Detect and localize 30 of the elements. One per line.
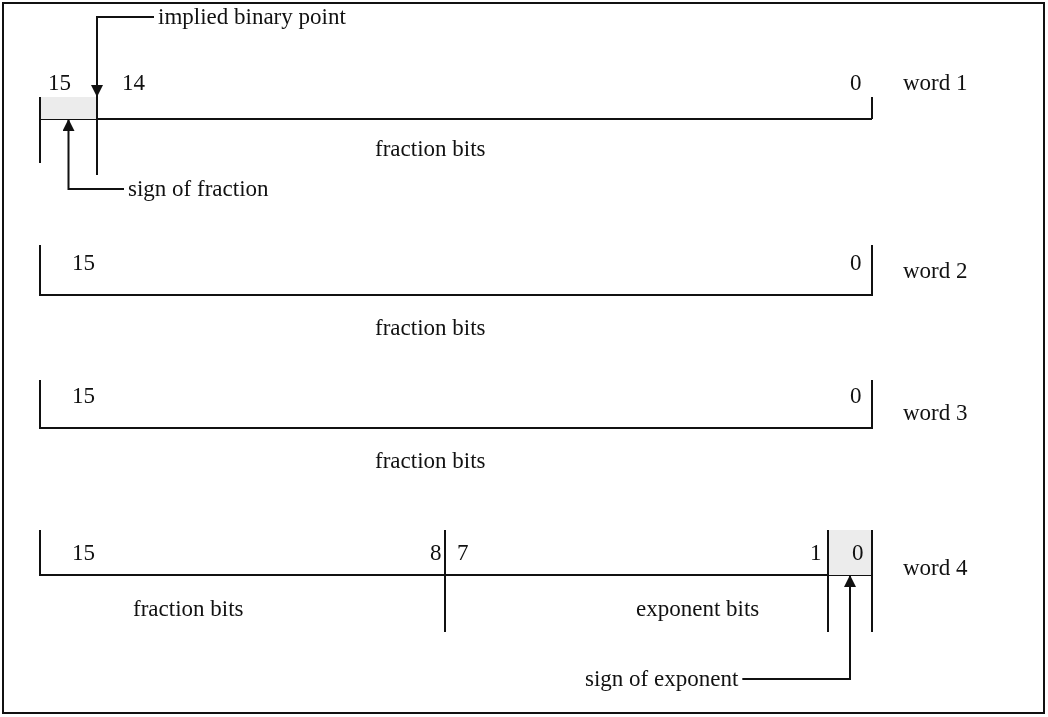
- word-label: word 2: [903, 258, 968, 284]
- annotation-text: sign of fraction: [128, 176, 269, 202]
- bit-number: 0: [850, 383, 862, 409]
- bit-number: 15: [48, 70, 71, 96]
- field-label: exponent bits: [636, 596, 760, 622]
- field-label: fraction bits: [375, 136, 486, 162]
- field-label: fraction bits: [375, 315, 486, 341]
- bit-number: 0: [850, 250, 862, 276]
- bit-number: 0: [850, 70, 862, 96]
- field-label: fraction bits: [375, 448, 486, 474]
- annotation-text: sign of exponent: [585, 666, 739, 692]
- bit-number: 15: [72, 250, 95, 276]
- leader-arrow: [62, 118, 125, 190]
- word-label: word 4: [903, 555, 968, 581]
- leader-arrow: [741, 574, 856, 680]
- sign-bit-field: [829, 530, 871, 575]
- bit-number: 8: [430, 540, 442, 566]
- bit-number: 15: [72, 383, 95, 409]
- bit-number: 1: [810, 540, 822, 566]
- leader-arrow: [91, 16, 155, 98]
- word-label: word 3: [903, 400, 968, 426]
- bit-number: 0: [852, 540, 864, 566]
- bit-number: 15: [72, 540, 95, 566]
- sign-bit-field: [41, 97, 96, 119]
- bit-number: 14: [122, 70, 145, 96]
- word-label: word 1: [903, 70, 968, 96]
- field-label: fraction bits: [133, 596, 244, 622]
- binary-point-tick: [96, 97, 98, 175]
- bit-number: 7: [457, 540, 469, 566]
- annotation-text: implied binary point: [158, 4, 346, 30]
